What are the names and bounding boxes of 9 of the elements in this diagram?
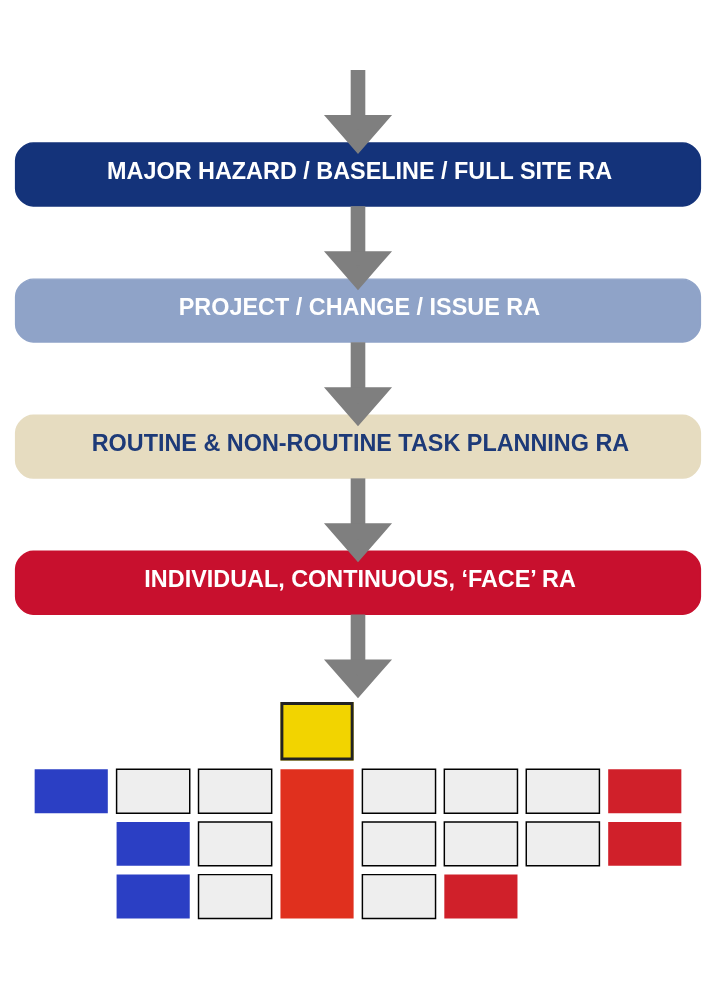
node-box: INDIVIDUAL, CONTINUOUS, ‘FACE’ RA <box>14 550 702 615</box>
arrow <box>323 342 393 427</box>
arrow <box>323 70 393 155</box>
arrow <box>323 206 393 291</box>
arrow <box>323 614 393 699</box>
arrow <box>323 478 393 563</box>
node-box: MAJOR HAZARD / BASELINE / FULL SITE RA <box>14 142 702 207</box>
node-box: PROJECT / CHANGE / ISSUE RA <box>14 278 702 343</box>
node-box: ROUTINE & NON-ROUTINE TASK PLANNING RA <box>14 414 702 479</box>
